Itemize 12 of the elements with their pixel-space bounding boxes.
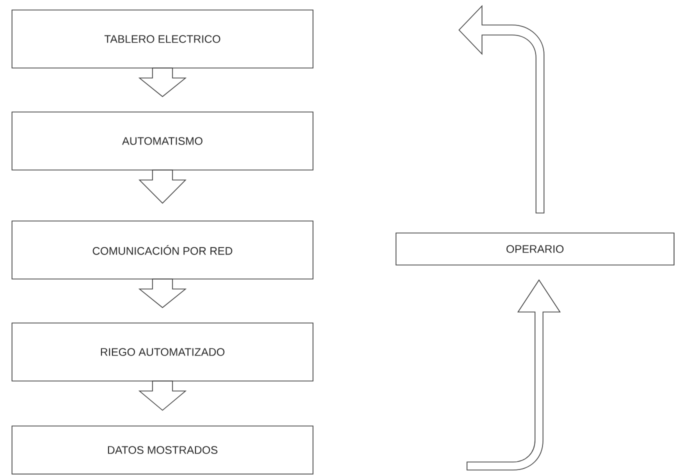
process-box: TABLERO ELECTRICO (12, 10, 314, 68)
process-box: OPERARIO (396, 232, 674, 266)
block-arrow (138, 380, 187, 411)
block-arrow (138, 170, 186, 204)
block-arrow (138, 68, 187, 98)
process-box: COMUNICACIÓN POR RED (12, 220, 314, 280)
process-box: AUTOMATISMO (12, 112, 314, 170)
process-box: DATOS MOSTRADOS (12, 426, 314, 474)
block-arrow (458, 6, 544, 214)
block-arrow (466, 280, 560, 470)
process-box: RIEGO AUTOMATIZADO (12, 322, 314, 382)
block-arrow (138, 278, 187, 308)
